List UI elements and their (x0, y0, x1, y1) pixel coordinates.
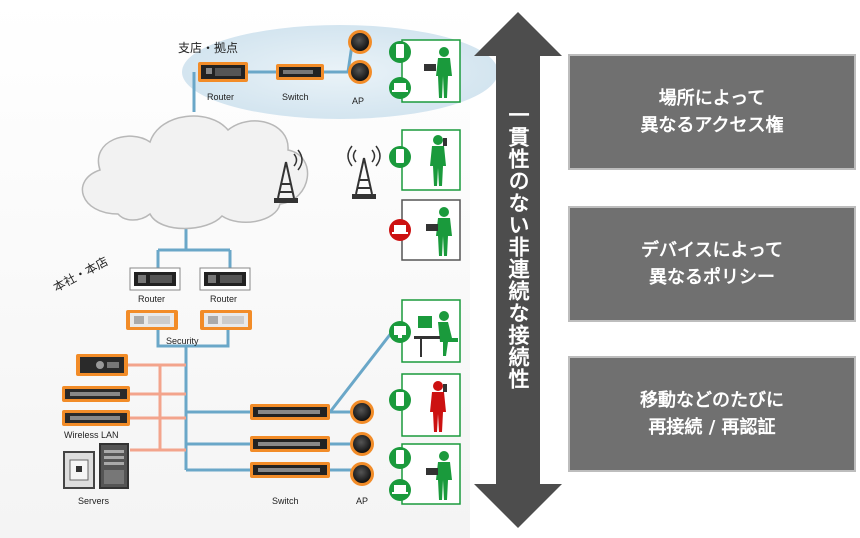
router-label: Router (207, 92, 234, 102)
router-label: Router (210, 294, 237, 304)
ap-icon (348, 60, 372, 84)
switch-icon (250, 404, 330, 420)
laptop-icon (389, 77, 411, 99)
cloud-icon (81, 115, 309, 230)
wireless-lan-label: Wireless LAN (64, 430, 119, 440)
ap-label: AP (356, 496, 368, 506)
ap-icon (350, 432, 374, 456)
switch-label: Switch (282, 92, 309, 102)
issue-line: 異なるポリシー (649, 267, 775, 288)
security-label: Security (166, 336, 199, 346)
wireless-controller-icon (62, 386, 130, 402)
person-icon (426, 451, 452, 500)
laptop-icon (389, 479, 411, 501)
desktop-icon (389, 321, 411, 343)
router-label: Router (138, 294, 165, 304)
tower-icon (277, 149, 303, 199)
double-arrow (474, 12, 562, 528)
switch-label: Switch (272, 496, 299, 506)
branch-label: 支店・拠点 (178, 41, 238, 55)
person-icon (414, 311, 458, 357)
ap-icon (350, 400, 374, 424)
phone-icon (389, 389, 411, 411)
pink-links (128, 363, 186, 452)
issue-box-access: 場所によって 異なるアクセス権 (568, 54, 856, 170)
issue-line: 異なるアクセス権 (640, 115, 784, 136)
arrow-text: 一貫性のない非連続な接続性 (506, 104, 530, 390)
wireless-controller-icon (62, 410, 130, 426)
issue-box-policy: デバイスによって 異なるポリシー (568, 206, 856, 322)
router-icon (129, 267, 181, 291)
phone-icon (389, 447, 411, 469)
tower-base (352, 194, 376, 199)
switch-icon (250, 436, 330, 452)
router-icon (198, 62, 248, 82)
person-icon (430, 381, 447, 432)
phone-icon (389, 146, 411, 168)
phone-icon (389, 41, 411, 63)
person-icon (424, 47, 452, 98)
tower-icon (347, 145, 381, 195)
wireless-controller-icon (76, 354, 128, 376)
switch-icon (250, 462, 330, 478)
issue-line: 場所によって (658, 88, 766, 109)
person-icon (430, 135, 447, 186)
tower-base (274, 198, 298, 203)
ap-icon (350, 462, 374, 486)
security-appliance-icon (126, 310, 178, 330)
switch-icon (276, 64, 324, 80)
laptop-icon (389, 219, 411, 241)
security-appliance-icon (200, 310, 252, 330)
issue-line: 移動などのたびに (640, 390, 784, 411)
issue-box-reconnect: 移動などのたびに 再接続 / 再認証 (568, 356, 856, 472)
ap-label: AP (352, 96, 364, 106)
issue-line: デバイスによって (640, 240, 784, 261)
server-icon (99, 443, 129, 489)
issue-line: 再接続 / 再認証 (648, 417, 776, 438)
router-icon (199, 267, 251, 291)
servers-label: Servers (78, 496, 110, 506)
ap-icon (348, 30, 372, 54)
server-icon (63, 451, 95, 489)
person-icon (426, 207, 452, 256)
